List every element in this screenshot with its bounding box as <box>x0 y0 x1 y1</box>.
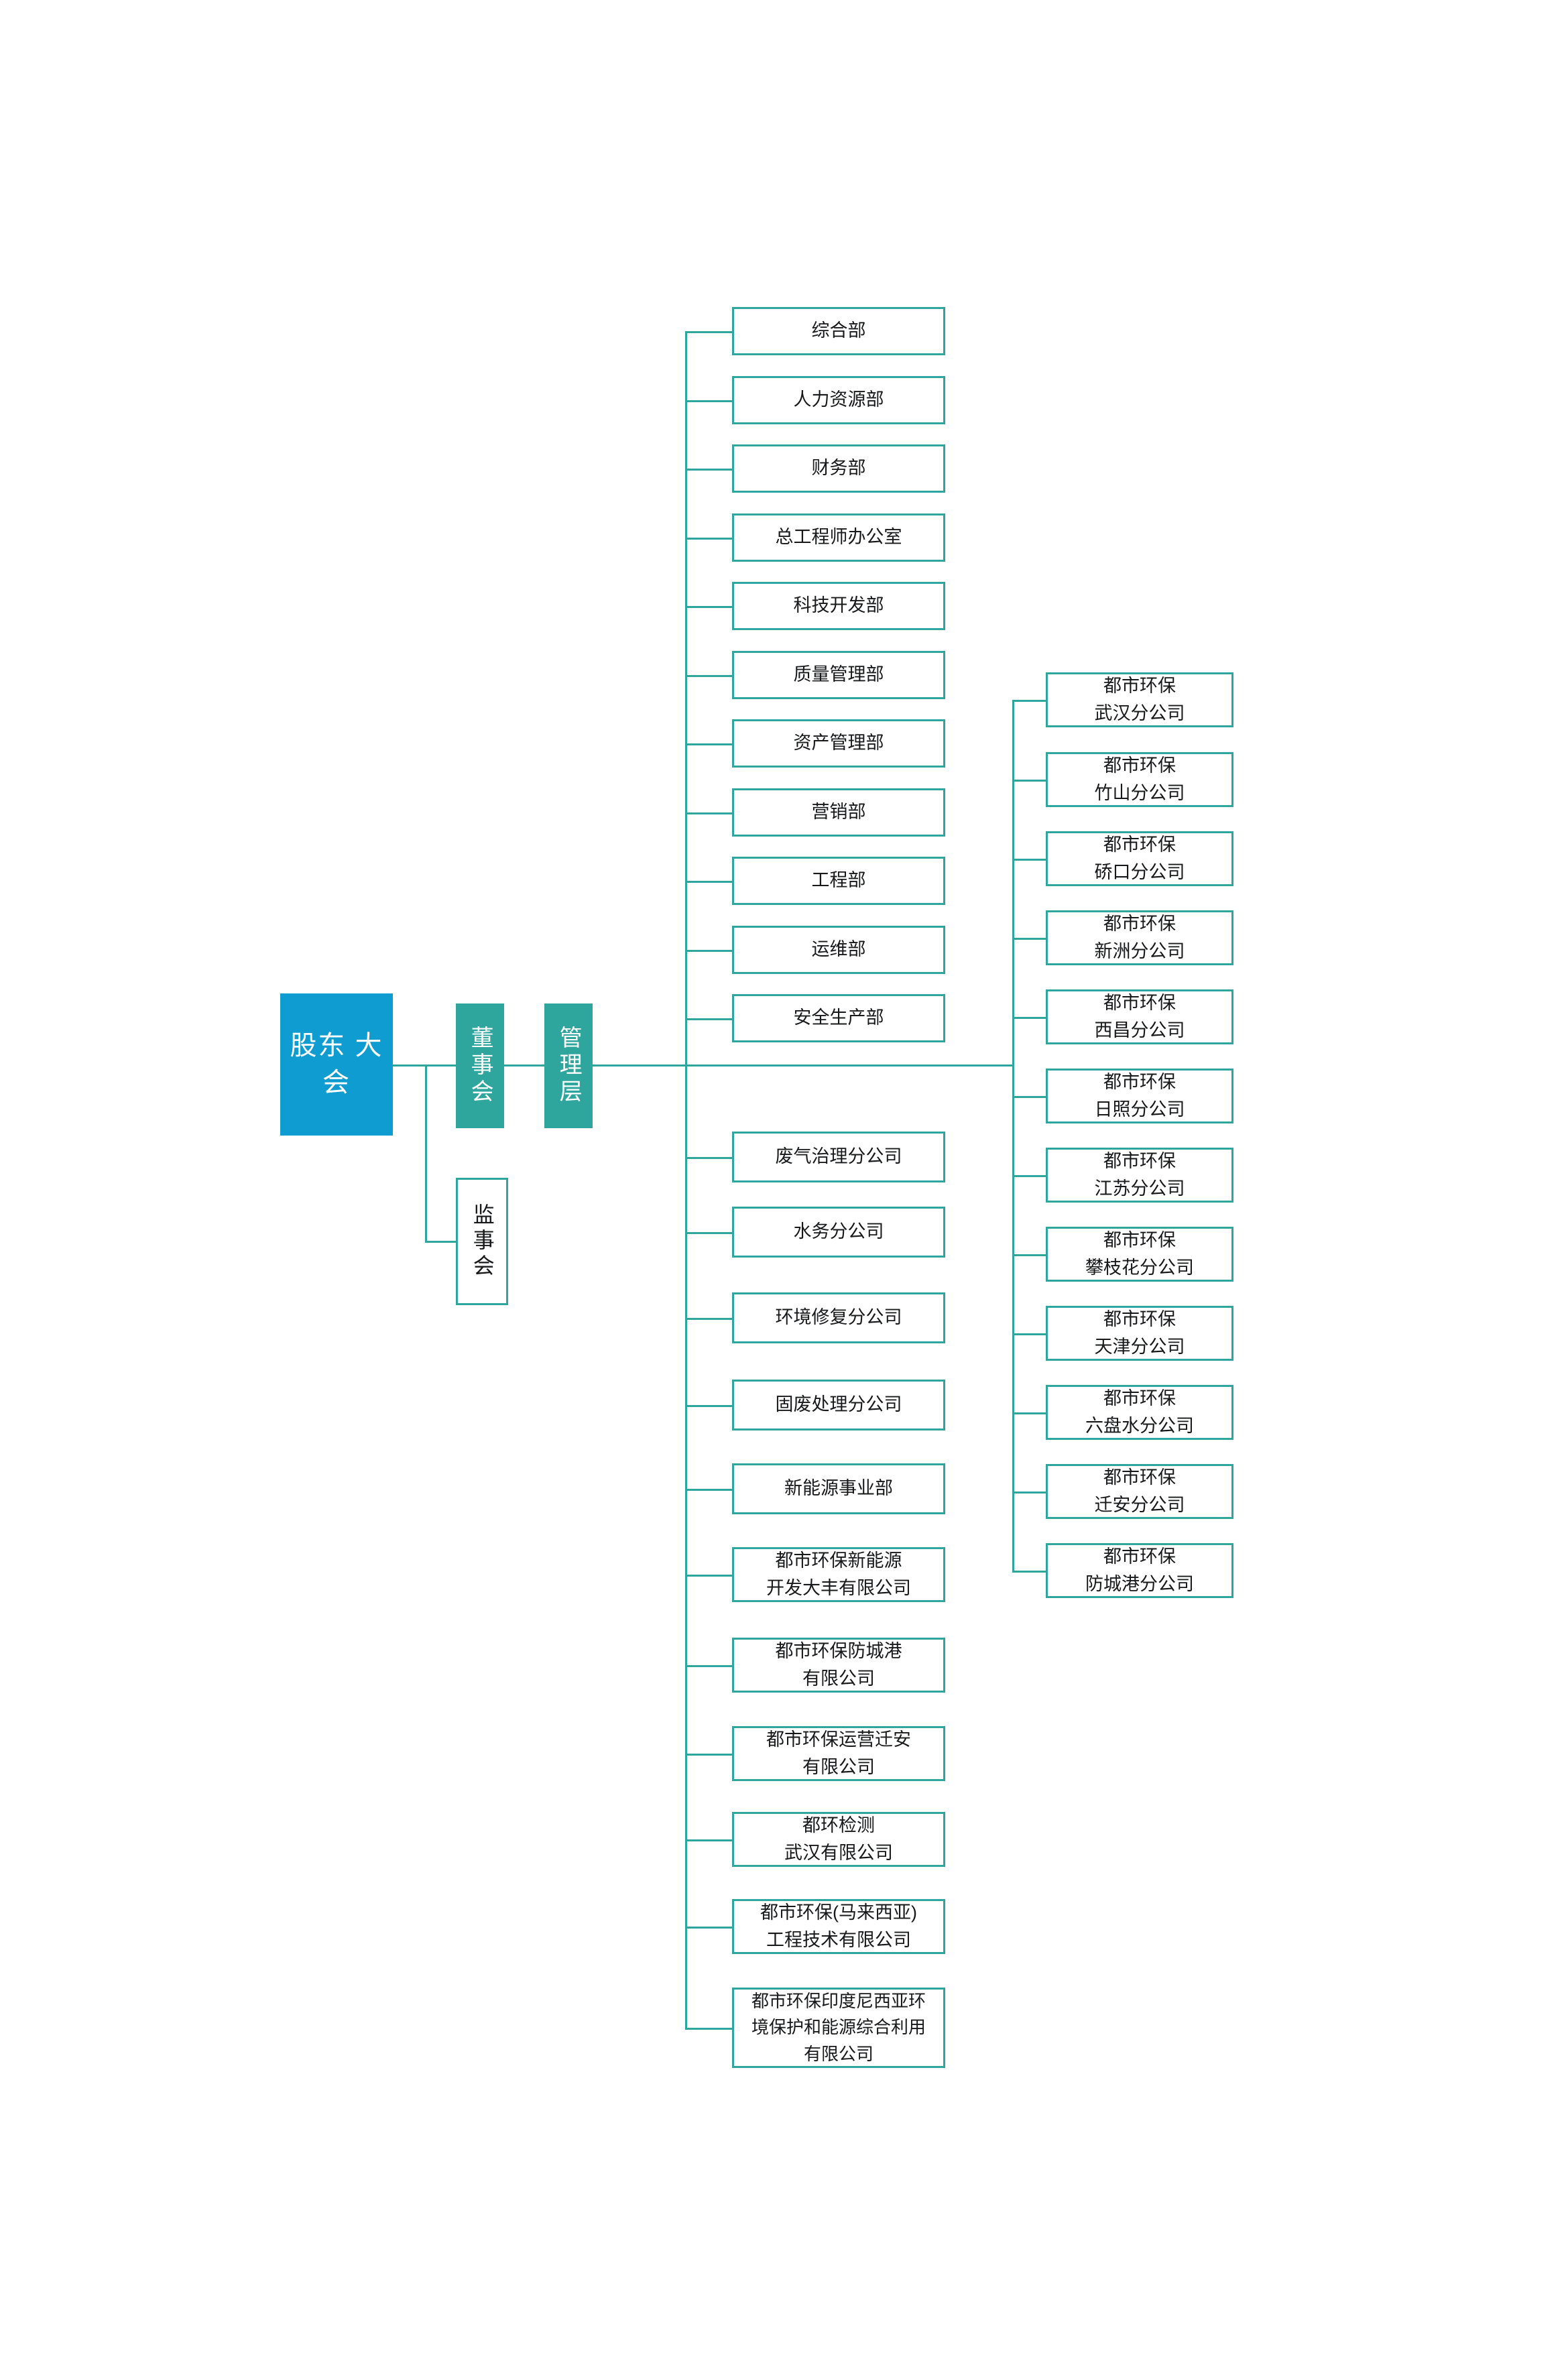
node-subsidiary-3[interactable]: 固废处理分公司 <box>732 1380 945 1430</box>
spine-departments <box>685 331 687 2028</box>
spine-branches <box>1012 700 1014 1571</box>
connector-department-3 <box>685 538 732 540</box>
node-management-layer[interactable]: 管理层 <box>544 1003 593 1128</box>
connector-shareholders-to-board <box>393 1064 456 1067</box>
node-branch-5[interactable]: 都市环保 日照分公司 <box>1046 1069 1233 1123</box>
connector-branch-9 <box>1012 1412 1046 1414</box>
node-subsidiary-10[interactable]: 都市环保印度尼西亚环 境保护和能源综合利用 有限公司 <box>732 1988 945 2068</box>
node-branch-6[interactable]: 都市环保 江苏分公司 <box>1046 1148 1233 1203</box>
connector-department-2 <box>685 469 732 471</box>
connector-management-trunk <box>593 1064 1014 1067</box>
connector-subsidiary-9 <box>685 1927 732 1929</box>
connector-branch-11 <box>1012 1571 1046 1573</box>
connector-subsidiary-1 <box>685 1232 732 1234</box>
node-department-10[interactable]: 安全生产部 <box>732 994 945 1042</box>
node-branch-0[interactable]: 都市环保 武汉分公司 <box>1046 672 1233 727</box>
connector-branch-3 <box>1012 938 1046 940</box>
connector-subsidiary-7 <box>685 1754 732 1756</box>
connector-subsidiary-6 <box>685 1665 732 1667</box>
connector-department-9 <box>685 950 732 952</box>
connector-department-4 <box>685 606 732 608</box>
connector-branch-4 <box>1012 1017 1046 1019</box>
connector-branch-7 <box>1012 1254 1046 1256</box>
node-department-4[interactable]: 科技开发部 <box>732 582 945 630</box>
node-shareholders-meeting[interactable]: 股东 大会 <box>280 993 393 1136</box>
connector-branch-10 <box>1012 1491 1046 1494</box>
node-subsidiary-9[interactable]: 都市环保(马来西亚) 工程技术有限公司 <box>732 1899 945 1954</box>
node-branch-1[interactable]: 都市环保 竹山分公司 <box>1046 752 1233 807</box>
node-department-1[interactable]: 人力资源部 <box>732 376 945 424</box>
connector-department-5 <box>685 675 732 677</box>
node-subsidiary-4[interactable]: 新能源事业部 <box>732 1463 945 1514</box>
connector-branch-6 <box>1012 1175 1046 1177</box>
connector-subsidiary-2 <box>685 1318 732 1320</box>
connector-department-10 <box>685 1018 732 1020</box>
node-subsidiary-2[interactable]: 环境修复分公司 <box>732 1292 945 1343</box>
node-subsidiary-1[interactable]: 水务分公司 <box>732 1207 945 1258</box>
connector-subsidiary-10 <box>685 2028 732 2030</box>
node-department-0[interactable]: 综合部 <box>732 307 945 355</box>
node-branch-4[interactable]: 都市环保 西昌分公司 <box>1046 989 1233 1044</box>
connector-to-supervisory <box>425 1241 456 1243</box>
node-department-5[interactable]: 质量管理部 <box>732 651 945 699</box>
connector-subsidiary-3 <box>685 1405 732 1407</box>
connector-department-0 <box>685 331 732 333</box>
connector-department-6 <box>685 743 732 745</box>
node-branch-9[interactable]: 都市环保 六盘水分公司 <box>1046 1385 1233 1440</box>
node-department-9[interactable]: 运维部 <box>732 926 945 974</box>
node-subsidiary-7[interactable]: 都市环保运营迁安 有限公司 <box>732 1726 945 1781</box>
node-subsidiary-6[interactable]: 都市环保防城港 有限公司 <box>732 1638 945 1693</box>
connector-branch-2 <box>1012 859 1046 861</box>
node-subsidiary-8[interactable]: 都环检测 武汉有限公司 <box>732 1812 945 1867</box>
node-branch-8[interactable]: 都市环保 天津分公司 <box>1046 1306 1233 1361</box>
node-branch-2[interactable]: 都市环保 硚口分公司 <box>1046 831 1233 886</box>
node-department-6[interactable]: 资产管理部 <box>732 719 945 768</box>
connector-branch-1 <box>1012 780 1046 782</box>
connector-board-to-management <box>504 1064 544 1067</box>
node-department-8[interactable]: 工程部 <box>732 857 945 905</box>
connector-branch-5 <box>1012 1096 1046 1098</box>
connector-department-1 <box>685 400 732 402</box>
connector-subsidiary-5 <box>685 1575 732 1577</box>
node-department-2[interactable]: 财务部 <box>732 444 945 493</box>
node-subsidiary-5[interactable]: 都市环保新能源 开发大丰有限公司 <box>732 1547 945 1602</box>
node-subsidiary-0[interactable]: 废气治理分公司 <box>732 1132 945 1182</box>
node-supervisory-board[interactable]: 监事会 <box>456 1178 508 1305</box>
node-department-3[interactable]: 总工程师办公室 <box>732 513 945 562</box>
connector-shareholders-drop <box>425 1064 427 1241</box>
connector-department-8 <box>685 881 732 883</box>
connector-branch-0 <box>1012 700 1046 702</box>
node-branch-7[interactable]: 都市环保 攀枝花分公司 <box>1046 1227 1233 1282</box>
node-branch-10[interactable]: 都市环保 迁安分公司 <box>1046 1464 1233 1519</box>
connector-department-7 <box>685 812 732 814</box>
connector-subsidiary-8 <box>685 1839 732 1841</box>
connector-subsidiary-4 <box>685 1489 732 1491</box>
node-department-7[interactable]: 营销部 <box>732 788 945 837</box>
node-branch-11[interactable]: 都市环保 防城港分公司 <box>1046 1543 1233 1598</box>
node-board-of-directors[interactable]: 董事会 <box>456 1003 504 1128</box>
connector-subsidiary-0 <box>685 1157 732 1159</box>
node-branch-3[interactable]: 都市环保 新洲分公司 <box>1046 910 1233 965</box>
connector-branch-8 <box>1012 1333 1046 1335</box>
